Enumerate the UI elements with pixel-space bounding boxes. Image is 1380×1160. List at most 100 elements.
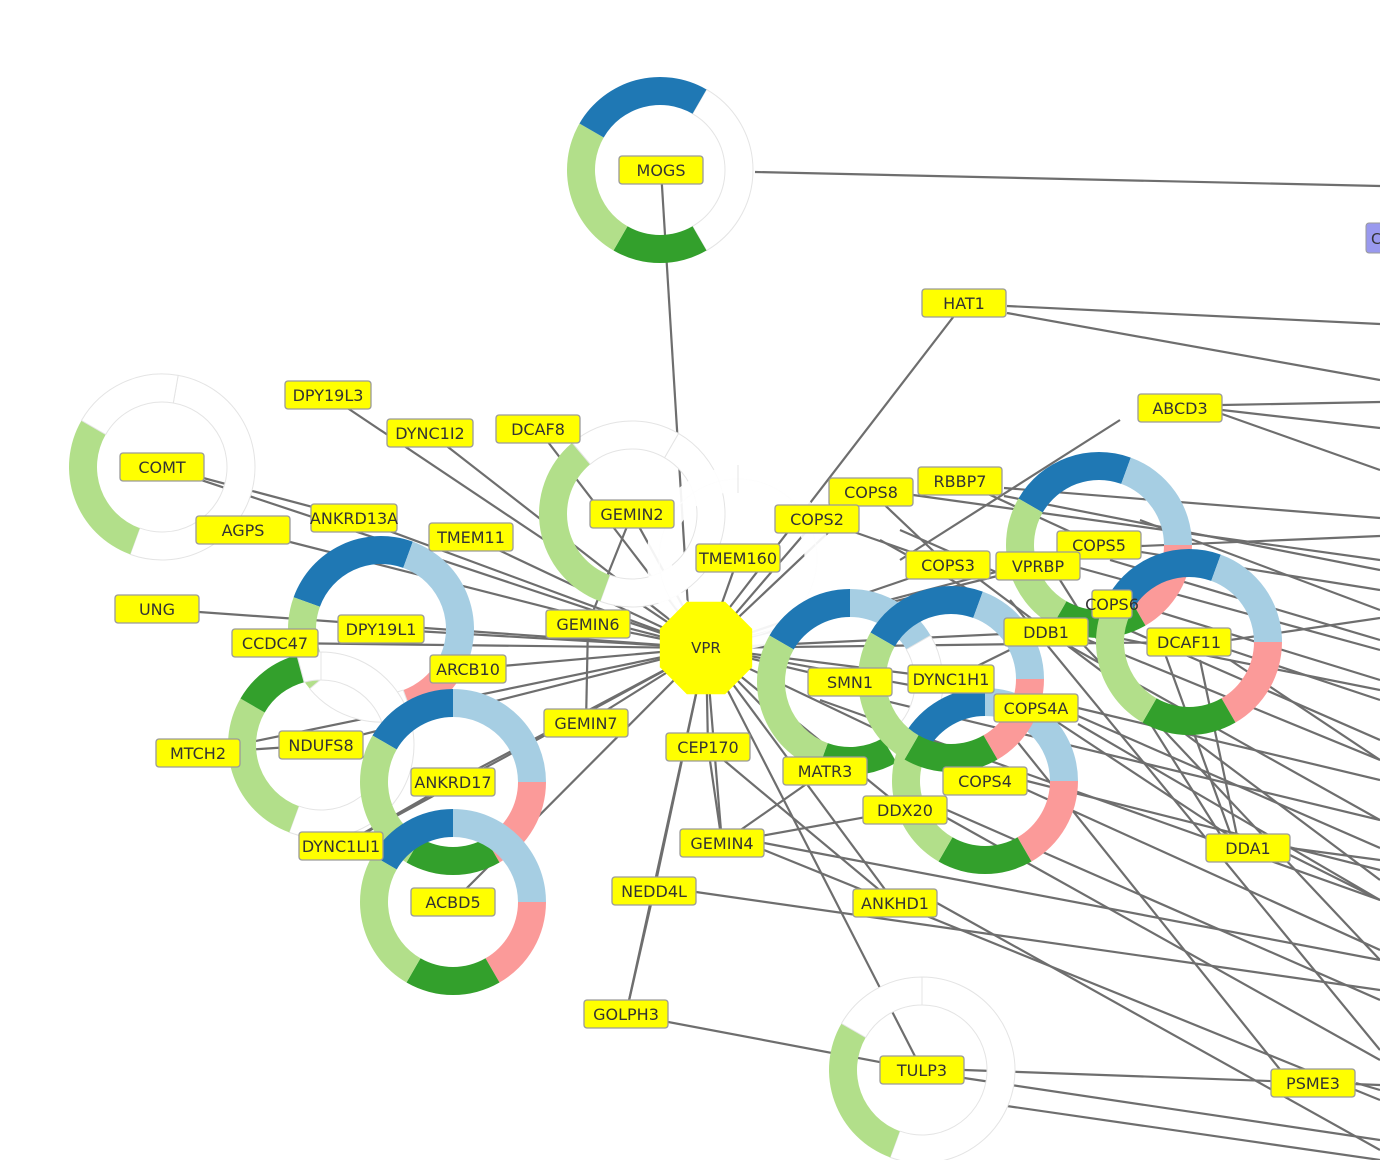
node-rbbp7-box [917, 466, 1003, 496]
ring-smn1-segment-0 [769, 589, 850, 650]
node-acbd5[interactable]: ACBD5 [410, 887, 496, 917]
node-comt-label: COMT [138, 458, 186, 477]
node-smn1[interactable]: SMN1 [807, 667, 893, 697]
node-dda1-label: DDA1 [1225, 839, 1270, 858]
node-gemin7[interactable]: GEMIN7 [543, 708, 629, 738]
node-cops4[interactable]: COPS4 [942, 766, 1028, 796]
ring-acbd5-segment-0 [372, 809, 453, 870]
node-gemin6[interactable]: GEMIN6 [545, 609, 631, 639]
ring-dcaf11 [1096, 549, 1282, 735]
node-dync1i2[interactable]: DYNC1I2 [386, 418, 474, 448]
edge-right-29 [936, 902, 1380, 1151]
node-arcb10[interactable]: ARCB10 [429, 654, 507, 684]
node-vprbp[interactable]: VPRBP [995, 551, 1081, 581]
node-ankrd13a[interactable]: ANKRD13A [310, 503, 398, 533]
node-cops4a-label: COPS4A [1004, 699, 1069, 718]
node-dync1h1-label: DYNC1H1 [913, 670, 990, 689]
ring-cops4-segment-0 [904, 688, 985, 749]
node-mogs[interactable]: MOGS [618, 155, 704, 185]
node-golph3[interactable]: GOLPH3 [583, 999, 669, 1029]
node-dda1[interactable]: DDA1 [1205, 833, 1291, 863]
edge-right-31 [963, 1076, 1380, 1142]
node-rbbp7[interactable]: RBBP7 [917, 466, 1003, 496]
node-gemin4[interactable]: GEMIN4 [679, 828, 765, 858]
ring-comt [69, 373, 256, 561]
node-mtch2[interactable]: MTCH2 [155, 738, 241, 768]
node-abcd3[interactable]: ABCD3 [1137, 393, 1223, 423]
ring-acbd5-segment-4 [360, 855, 421, 983]
ring-dcaf11-segment-2 [1221, 642, 1282, 723]
node-dcaf11[interactable]: DCAF11 [1146, 627, 1232, 657]
node-dync1li1[interactable]: DYNC1LI1 [298, 831, 384, 861]
ring-ndufs8-segment-1 [228, 698, 299, 833]
node-ccdc47[interactable]: CCDC47 [231, 628, 319, 658]
ring-acbd5-segment-1 [453, 809, 546, 902]
ring-acbd5-segment-2 [485, 902, 546, 983]
node-ankhd1[interactable]: ANKHD1 [852, 888, 938, 918]
node-mtch2-label: MTCH2 [170, 744, 226, 763]
node-c[interactable]: C [1365, 222, 1380, 254]
edge-right-4 [1221, 412, 1380, 472]
node-ddb1-label: DDB1 [1023, 623, 1069, 642]
node-ddx20-label: DDX20 [877, 801, 933, 820]
node-dcaf8[interactable]: DCAF8 [495, 414, 581, 444]
ring-tulp3-segment-0 [889, 976, 1016, 1160]
ring-gemin2-segment-2 [571, 420, 680, 465]
ring-dync1h1-segment-3 [904, 735, 998, 772]
node-cops8-label: COPS8 [844, 483, 898, 502]
node-cops2[interactable]: COPS2 [774, 504, 860, 534]
node-dync1h1[interactable]: DYNC1H1 [907, 664, 995, 694]
node-cep170[interactable]: CEP170 [665, 732, 751, 762]
node-agps[interactable]: AGPS [195, 515, 291, 545]
edge-right-17 [1077, 706, 1380, 782]
node-ankrd17-label: ANKRD17 [414, 773, 491, 792]
ring-ndufs8-segment-2 [240, 655, 305, 713]
node-abcd3-box [1137, 393, 1223, 423]
node-comt[interactable]: COMT [119, 452, 205, 482]
node-cops6[interactable]: COPS6 [1085, 589, 1139, 619]
node-gemin6-box [545, 609, 631, 639]
node-psme3[interactable]: PSME3 [1270, 1068, 1356, 1098]
edge-gemin6-gemin7 [584, 623, 590, 724]
node-cops3[interactable]: COPS3 [905, 550, 991, 580]
node-ndufs8-box [278, 730, 364, 760]
node-tulp3[interactable]: TULP3 [879, 1055, 965, 1085]
node-dync1h1-box [907, 664, 995, 694]
node-comt-box [119, 452, 205, 482]
node-ddx20[interactable]: DDX20 [862, 795, 948, 825]
node-gemin2[interactable]: GEMIN2 [589, 499, 675, 529]
node-gemin2-box [589, 499, 675, 529]
node-dync1i2-box [386, 418, 474, 448]
node-ddb1[interactable]: DDB1 [1003, 617, 1089, 647]
edge-gemin2-gemin6 [586, 513, 634, 625]
node-tmem11[interactable]: TMEM11 [428, 522, 514, 552]
ring-mogs-segment-3 [579, 77, 707, 138]
edge-right-18 [1077, 714, 1380, 850]
node-cops8[interactable]: COPS8 [828, 477, 914, 507]
node-cops4a[interactable]: COPS4A [993, 693, 1079, 723]
ring-dcaf11-segment-0 [1108, 549, 1221, 610]
edge-dda1-cops4a [1035, 707, 1249, 849]
node-matr3[interactable]: MATR3 [782, 756, 868, 786]
node-ankrd17[interactable]: ANKRD17 [410, 767, 496, 797]
node-dcaf8-box [495, 414, 581, 444]
node-nedd4l[interactable]: NEDD4L [611, 876, 697, 906]
ring-comt-segment-0 [129, 374, 256, 561]
node-hat1[interactable]: HAT1 [921, 288, 1007, 318]
node-tmem160[interactable]: TMEM160 [695, 543, 781, 573]
node-ung[interactable]: UNG [114, 594, 200, 624]
ring-acbd5 [360, 809, 546, 995]
node-vpr[interactable]: VPR [659, 601, 753, 695]
node-cep170-label: CEP170 [677, 738, 738, 757]
ring-dcaf11-segment-1 [1211, 554, 1282, 642]
node-dpy19l3[interactable]: DPY19L3 [284, 380, 372, 410]
node-smn1-box [807, 667, 893, 697]
node-dpy19l1[interactable]: DPY19L1 [337, 614, 425, 644]
node-ndufs8[interactable]: NDUFS8 [278, 730, 364, 760]
node-gemin4-label: GEMIN4 [690, 834, 753, 853]
edge-right-21 [1026, 788, 1380, 952]
node-c-box [1365, 222, 1380, 254]
ring-cops4-segment-3 [938, 837, 1032, 875]
